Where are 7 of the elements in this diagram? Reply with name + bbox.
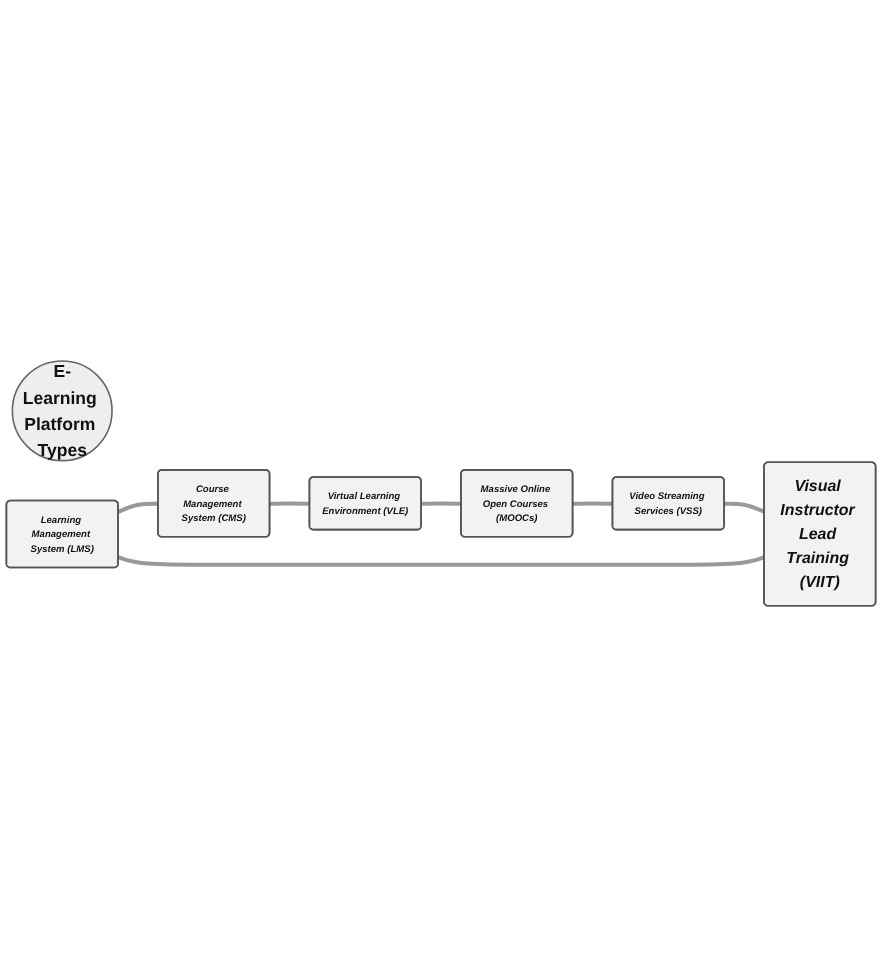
connector	[572, 501, 613, 506]
connector	[117, 555, 766, 567]
connector	[724, 501, 766, 514]
node-circle: E-Learning Platform Types	[11, 360, 113, 462]
connector	[421, 501, 462, 506]
connector	[117, 501, 159, 514]
connector	[269, 501, 310, 506]
